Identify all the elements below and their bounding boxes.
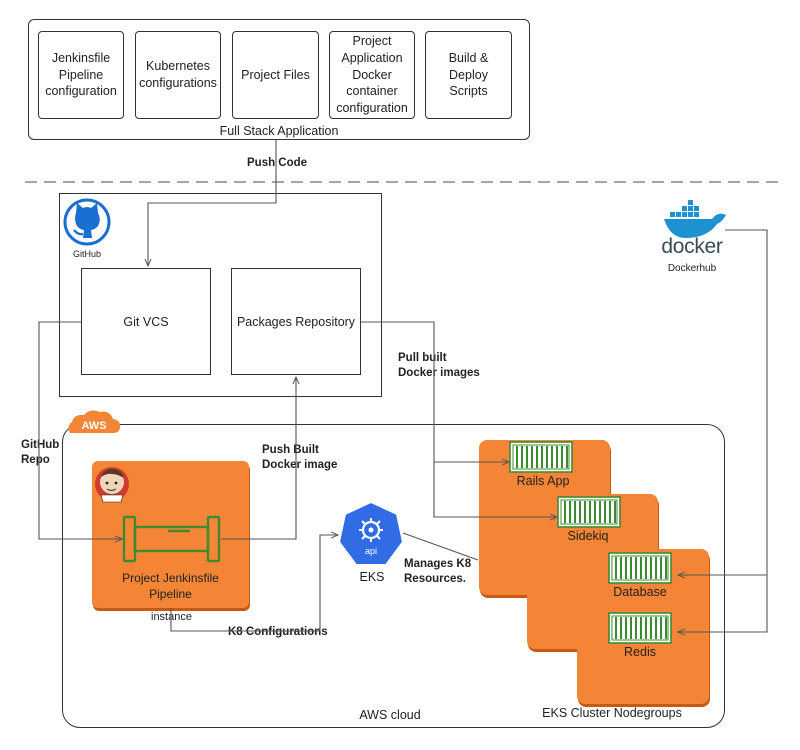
dockerhub-label: Dockerhub	[667, 263, 717, 274]
git-vcs-box	[81, 268, 211, 375]
container-label-rails: Rails App	[516, 474, 570, 488]
edge-label-github-repo: GitHub Repo	[21, 439, 60, 466]
edge-pull-sidekiq	[433, 462, 557, 517]
docker-wordmark: docker	[661, 235, 723, 258]
jenkinsfile-config-box: Jenkinsfile Pipeline configuration	[38, 31, 124, 119]
edge-pull-rails	[361, 321, 509, 462]
docker-config-box: Project Application Docker container con…	[329, 31, 415, 119]
edge-dockerhub-redis	[678, 575, 768, 632]
nodegroups-label: EKS Cluster Nodegroups	[542, 706, 682, 720]
eks-api-icon	[337, 500, 405, 566]
kubernetes-config-box: Kubernetes configurations	[135, 31, 221, 119]
edge-dockerhub-database	[678, 229, 768, 575]
github-icon	[63, 198, 111, 246]
project-files-box: Project Files	[232, 31, 319, 119]
aws-badge-text: AWS	[81, 420, 106, 432]
edge-label-push-code: Push Code	[247, 157, 308, 169]
edge-github-repo	[38, 321, 122, 539]
container-label-sidekiq: Sidekiq	[567, 529, 609, 543]
edge-manages	[402, 532, 479, 561]
edge-label-push-built: Push Built Docker image	[262, 444, 338, 471]
edge-label-manages-k8: Manages K8 Resources.	[404, 558, 472, 585]
full-stack-title: Full Stack Application	[219, 124, 339, 138]
edge-k8-configurations	[170, 535, 338, 632]
jenkins-pipeline-label: Project Jenkinsfile Pipeline	[122, 571, 219, 601]
jenkins-logo-icon	[95, 467, 129, 503]
git-vcs-label: Git VCS	[123, 315, 169, 329]
edge-label-k8-configurations: K8 Configurations	[228, 626, 328, 638]
container-icon-redis	[608, 612, 672, 644]
packages-repository-label: Packages Repository	[236, 315, 356, 329]
edge-push-code	[148, 140, 277, 266]
container-label-database: Database	[613, 585, 667, 599]
container-label-redis: Redis	[624, 645, 656, 659]
edge-push-built	[221, 377, 296, 540]
docker-whale-icon	[664, 200, 726, 238]
aws-cloud-icon	[68, 410, 121, 433]
build-deploy-scripts-box: Build & Deploy Scripts	[425, 31, 512, 119]
github-label: GitHub	[73, 249, 102, 259]
eks-api-badge-text: api	[365, 546, 377, 556]
container-icon-sidekiq	[557, 496, 621, 528]
container-icon-database	[608, 552, 672, 584]
aws-cloud-label: AWS cloud	[359, 708, 421, 722]
pipeline-icon	[122, 515, 221, 563]
packages-repository-box	[231, 268, 361, 375]
container-icon-rails	[509, 441, 573, 473]
eks-label: EKS	[359, 570, 385, 584]
